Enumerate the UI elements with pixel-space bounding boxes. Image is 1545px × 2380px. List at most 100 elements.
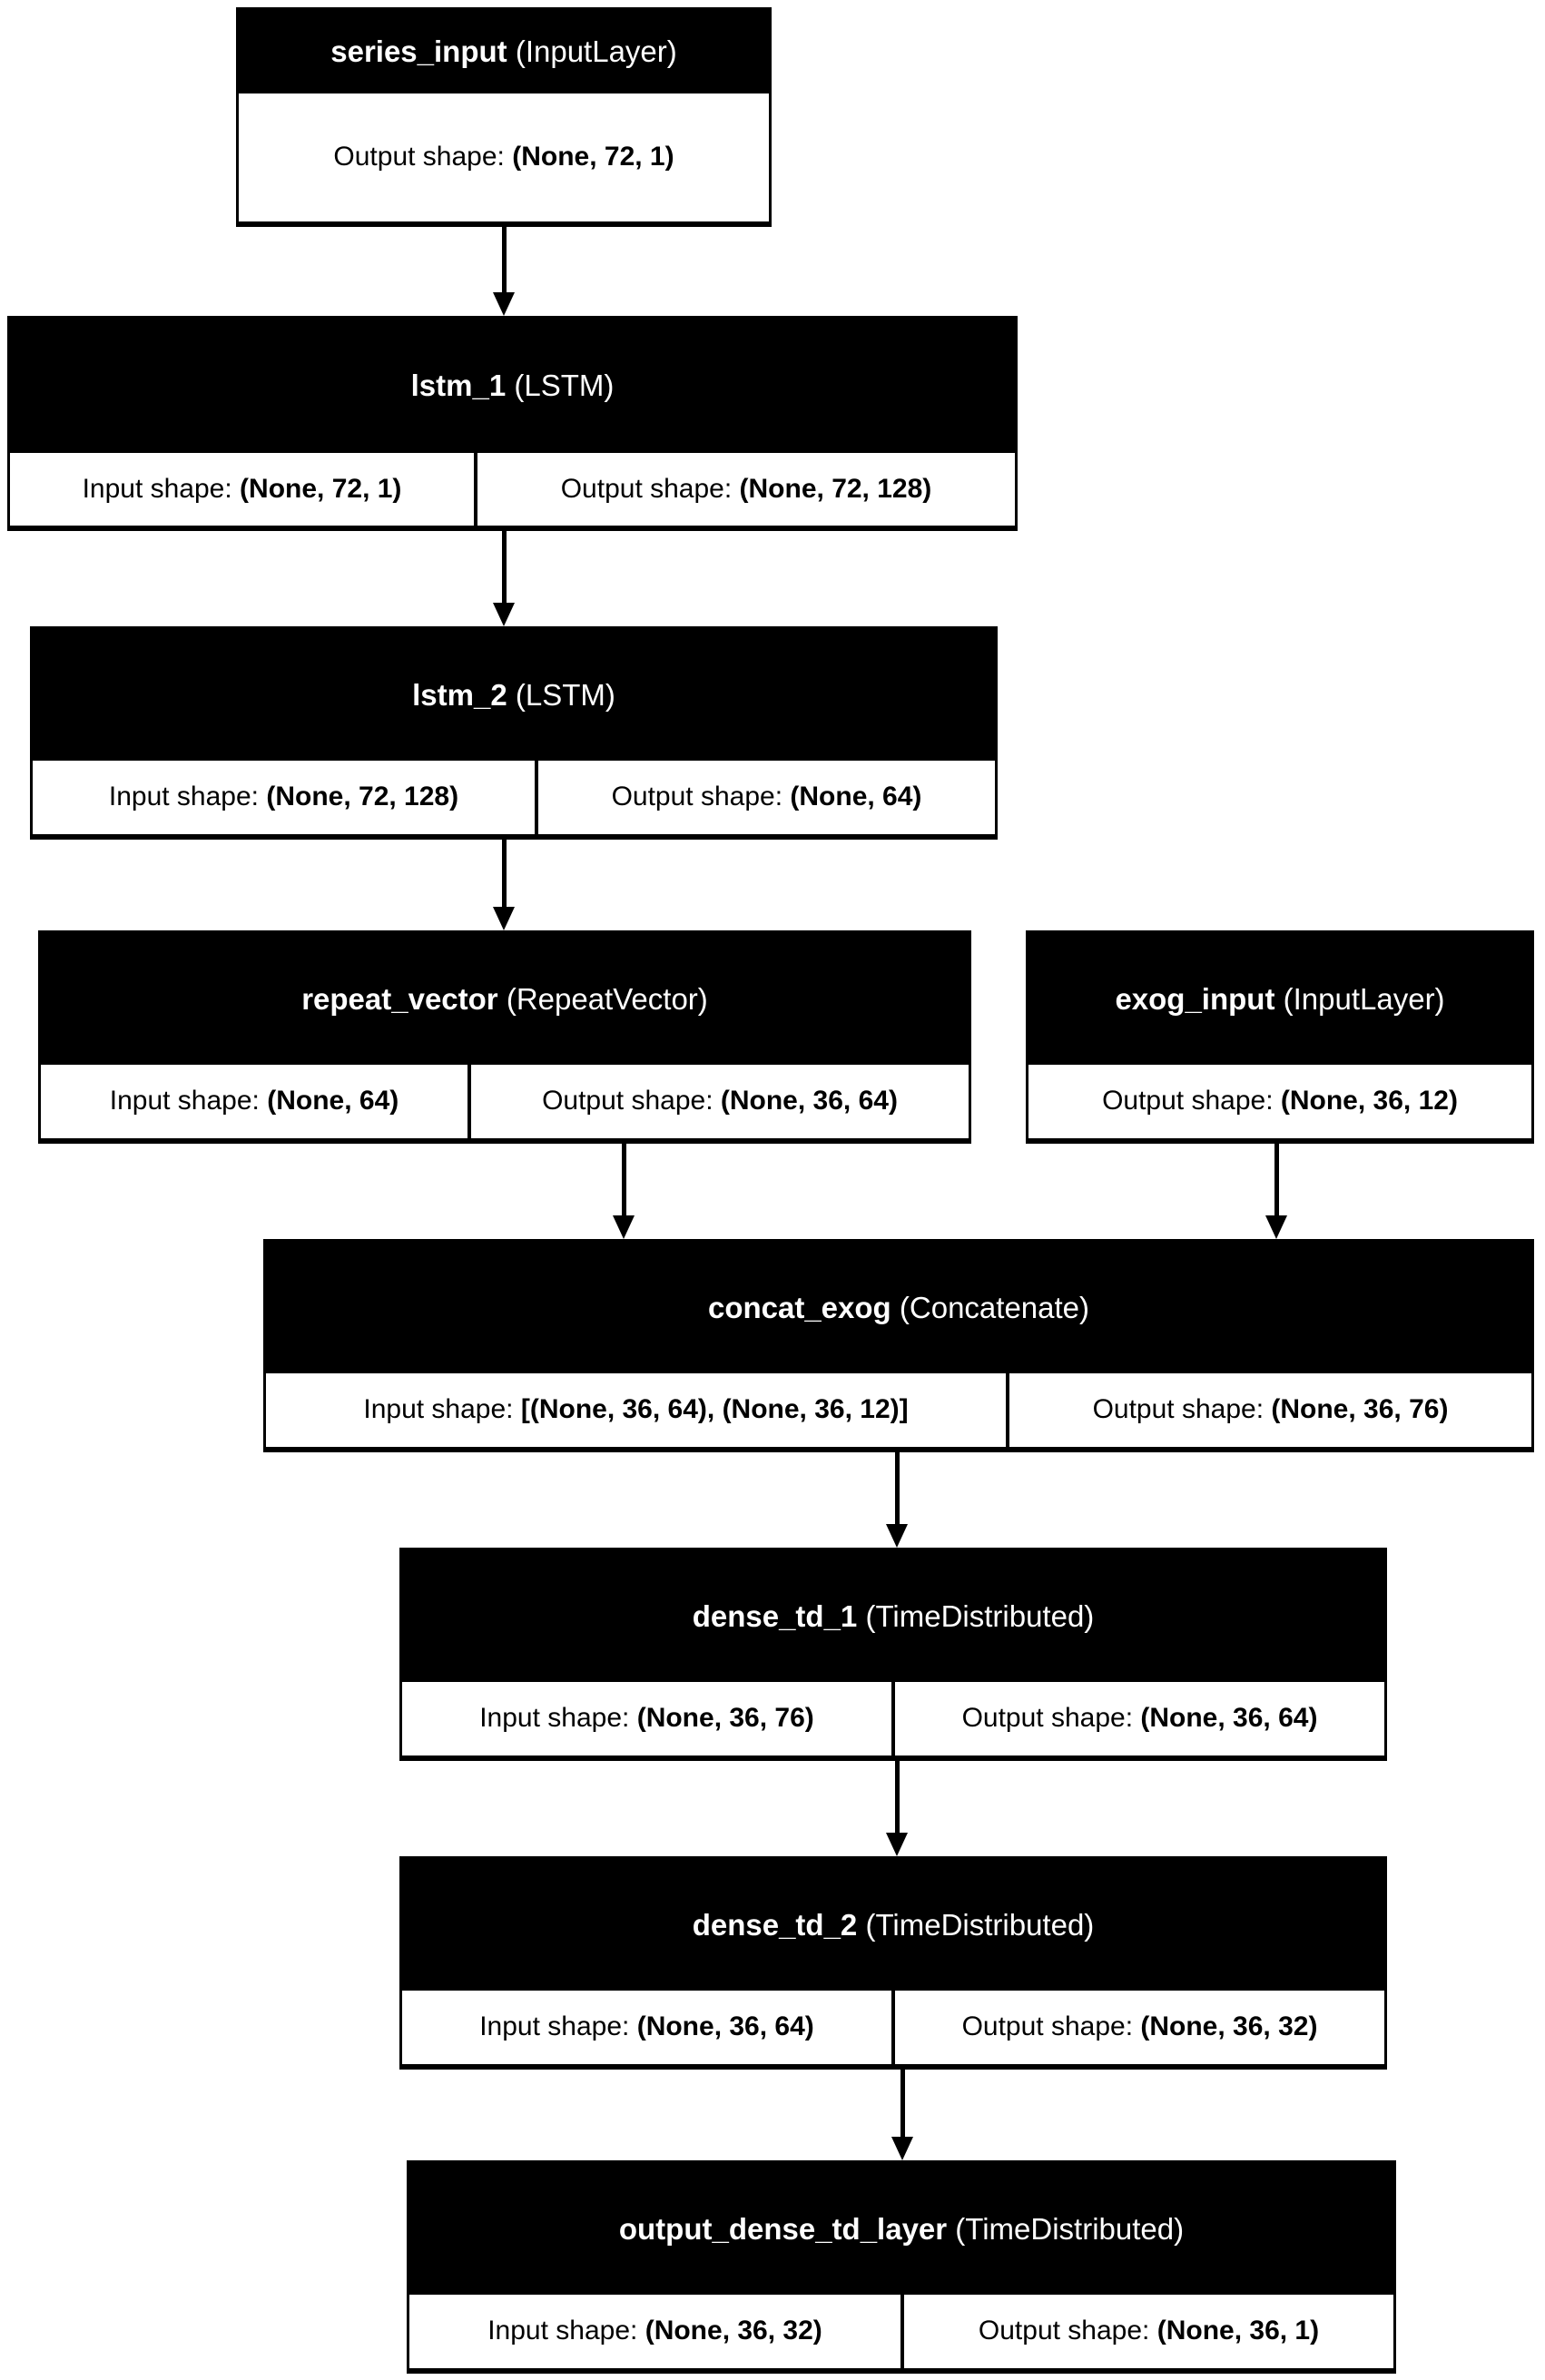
node-shapes: Output shape:(None, 72, 1) (239, 93, 769, 224)
output-shape-label: Output shape: (961, 2011, 1134, 2042)
output-shape-value: (None, 72, 1) (512, 142, 674, 172)
input-shape-label: Input shape: (479, 2011, 630, 2042)
output-shape-cell: Output shape:(None, 36, 64) (895, 1682, 1384, 1755)
edge-arrowhead (886, 1524, 908, 1548)
edge-line (502, 840, 507, 907)
node-dense_td_2[interactable]: dense_td_2(TimeDistributed) Input shape:… (399, 1856, 1387, 2070)
input-shape-cell: Input shape:[(None, 36, 64), (None, 36, … (266, 1373, 1006, 1447)
node-title: output_dense_td_layer(TimeDistributed) (409, 2163, 1393, 2295)
input-shape-label: Input shape: (479, 1703, 630, 1734)
node-title: lstm_2(LSTM) (33, 629, 995, 761)
node-title: lstm_1(LSTM) (10, 319, 1015, 453)
edge-line (622, 1144, 626, 1215)
node-lstm_1[interactable]: lstm_1(LSTM) Input shape: (None, 72, 1) O… (7, 316, 1018, 531)
node-shapes: Input shape:[(None, 36, 64), (None, 36, … (266, 1373, 1531, 1450)
node-layer-type: (TimeDistributed) (865, 1598, 1095, 1633)
input-shape-cell: Input shape:(None, 36, 32) (409, 2295, 900, 2368)
node-layer-type: (InputLayer) (515, 34, 677, 69)
input-shape-cell: Input shape: (None, 72, 1) (10, 453, 474, 526)
node-repeat_vector[interactable]: repeat_vector(RepeatVector) Input shape:… (38, 930, 971, 1144)
node-layer-name: dense_td_2 (692, 1907, 858, 1942)
input-shape-label: Input shape: (109, 1086, 260, 1116)
node-layer-name: concat_exog (707, 1290, 891, 1324)
input-shape-value: (None, 64) (267, 1086, 399, 1116)
node-shapes: Input shape:(None, 72, 128) Output shape… (33, 761, 995, 837)
edge-arrowhead (493, 292, 515, 316)
node-layer-type: (LSTM) (514, 369, 615, 403)
node-shapes: Input shape:(None, 36, 32) Output shape:… (409, 2295, 1393, 2371)
output-shape-value: (None, 36, 32) (1140, 2011, 1318, 2042)
input-shape-value: [(None, 36, 64), (None, 36, 12)] (520, 1394, 909, 1425)
edge-line (900, 2070, 905, 2137)
node-output_dense_td_layer[interactable]: output_dense_td_layer(TimeDistributed) I… (407, 2160, 1396, 2374)
input-shape-value: (None, 36, 76) (636, 1703, 814, 1734)
output-shape-label: Output shape: (542, 1086, 713, 1116)
output-shape-cell: Output shape:(None, 36, 64) (471, 1065, 969, 1138)
node-title: exog_input(InputLayer) (1028, 933, 1531, 1065)
edge-arrowhead (886, 1833, 908, 1856)
output-shape-value: (None, 36, 64) (1140, 1703, 1318, 1734)
node-title: dense_td_2(TimeDistributed) (402, 1859, 1384, 1991)
node-layer-type: (InputLayer) (1283, 981, 1445, 1016)
input-shape-label: Input shape: (82, 473, 232, 504)
input-shape-value: (None, 36, 32) (645, 2316, 822, 2346)
node-shapes: Input shape: (None, 72, 1) Output shape:(… (10, 453, 1015, 528)
edge-line (895, 1452, 900, 1524)
edge-line (502, 227, 507, 292)
output-shape-value: (None, 36, 76) (1271, 1394, 1449, 1425)
node-exog_input[interactable]: exog_input(InputLayer) Output shape:(Non… (1026, 930, 1534, 1144)
node-layer-name: output_dense_td_layer (618, 2211, 948, 2246)
output-shape-cell: Output shape:(None, 72, 1) (239, 93, 769, 221)
output-shape-label: Output shape: (1102, 1086, 1274, 1116)
node-layer-name: series_input (330, 34, 507, 69)
node-layer-type: (RepeatVector) (506, 981, 708, 1016)
output-shape-cell: Output shape:(None, 36, 12) (1028, 1065, 1531, 1138)
node-title: concat_exog(Concatenate) (266, 1242, 1531, 1373)
input-shape-value: (None, 72, 1) (240, 473, 402, 504)
output-shape-label: Output shape: (978, 2316, 1150, 2346)
edge-arrowhead (493, 907, 515, 930)
edge-arrowhead (891, 2137, 913, 2160)
node-layer-type: (TimeDistributed) (955, 2211, 1185, 2246)
edge-arrowhead (1265, 1215, 1287, 1239)
node-series_input[interactable]: series_input(InputLayer) Output shape:(N… (236, 7, 772, 227)
node-concat_exog[interactable]: concat_exog(Concatenate) Input shape:[(N… (263, 1239, 1534, 1452)
input-shape-label: Input shape: (108, 782, 260, 812)
input-shape-cell: Input shape:(None, 36, 76) (402, 1682, 891, 1755)
input-shape-cell: Input shape:(None, 36, 64) (402, 1991, 891, 2064)
output-shape-value: (None, 36, 12) (1280, 1086, 1458, 1116)
node-shapes: Input shape:(None, 36, 64) Output shape:… (402, 1991, 1384, 2067)
edge-line (502, 531, 507, 603)
node-dense_td_1[interactable]: dense_td_1(TimeDistributed) Input shape:… (399, 1548, 1387, 1761)
output-shape-label: Output shape: (1092, 1394, 1265, 1425)
output-shape-cell: Output shape:(None, 36, 32) (895, 1991, 1384, 2064)
node-lstm_2[interactable]: lstm_2(LSTM) Input shape:(None, 72, 128)… (30, 626, 998, 840)
output-shape-value: (None, 64) (790, 782, 922, 812)
node-shapes: Output shape:(None, 36, 12) (1028, 1065, 1531, 1141)
output-shape-label: Output shape: (560, 473, 733, 504)
output-shape-cell: Output shape:(None, 64) (538, 761, 995, 834)
node-layer-name: lstm_2 (412, 677, 507, 712)
node-layer-name: lstm_1 (410, 369, 507, 403)
node-layer-type: (TimeDistributed) (865, 1907, 1095, 1942)
output-shape-cell: Output shape:(None, 72, 128) (477, 453, 1015, 526)
input-shape-label: Input shape: (487, 2316, 638, 2346)
output-shape-cell: Output shape:(None, 36, 76) (1009, 1373, 1531, 1447)
node-title: dense_td_1(TimeDistributed) (402, 1550, 1384, 1682)
output-shape-value: (None, 72, 128) (739, 473, 932, 504)
output-shape-label: Output shape: (333, 142, 505, 172)
output-shape-cell: Output shape:(None, 36, 1) (904, 2295, 1393, 2368)
node-title: repeat_vector(RepeatVector) (41, 933, 969, 1065)
input-shape-cell: Input shape:(None, 72, 128) (33, 761, 535, 834)
node-shapes: Input shape:(None, 64) Output shape:(Non… (41, 1065, 969, 1141)
node-layer-name: repeat_vector (301, 981, 498, 1016)
node-layer-name: exog_input (1115, 981, 1275, 1016)
node-shapes: Input shape:(None, 36, 76) Output shape:… (402, 1682, 1384, 1758)
node-layer-type: (LSTM) (515, 677, 615, 712)
output-shape-label: Output shape: (611, 782, 783, 812)
output-shape-label: Output shape: (961, 1703, 1134, 1734)
node-title: series_input(InputLayer) (239, 10, 769, 93)
input-shape-value: (None, 72, 128) (266, 782, 459, 812)
edge-arrowhead (493, 603, 515, 626)
edge-arrowhead (613, 1215, 635, 1239)
